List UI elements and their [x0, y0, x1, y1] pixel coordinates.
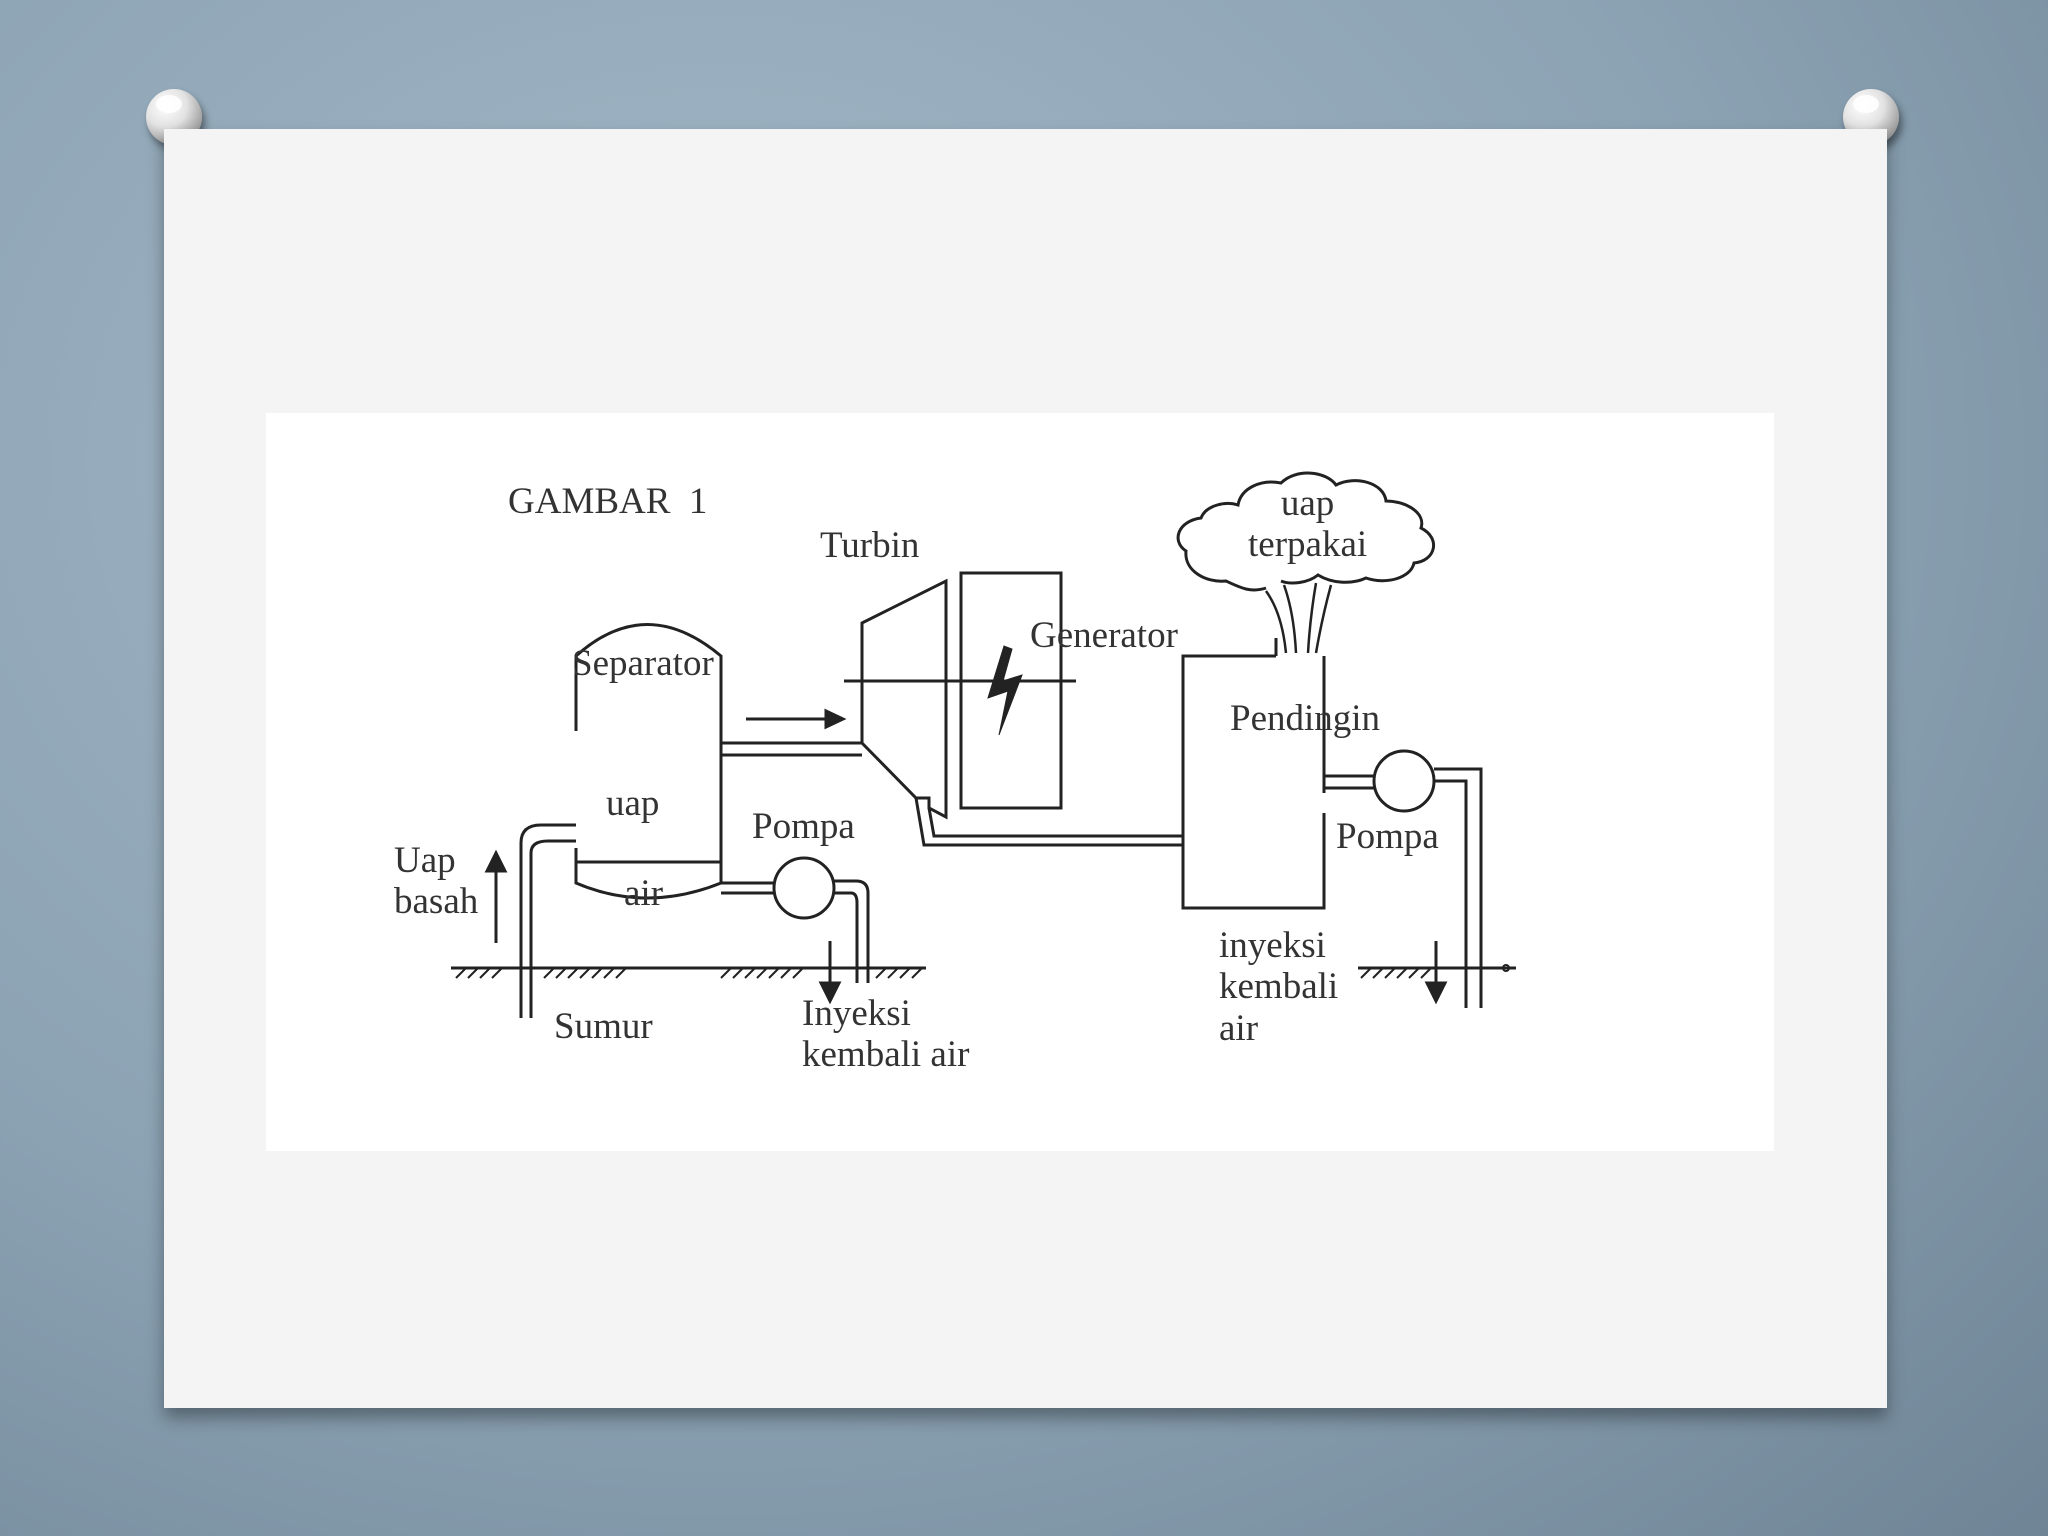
- label-injeksi-left: Inyeksi kembali air: [802, 993, 970, 1076]
- ground-hatch-left: [455, 967, 923, 979]
- geothermal-diagram: GAMBAR 1 Turbin Generator Separator uap …: [266, 413, 1774, 1151]
- condenser: [1181, 654, 1326, 910]
- label-injeksi-right: inyeksi kembali air: [1219, 925, 1339, 1049]
- lightning-bolt-icon: [987, 645, 1023, 736]
- steam-plume: [1264, 582, 1333, 654]
- pump-left: [772, 856, 836, 920]
- down-arrow-left-head: [818, 981, 842, 1005]
- pump-right: [1372, 749, 1436, 813]
- turbine-exhaust-lower: [914, 797, 1183, 847]
- well-pipe-inner: [529, 839, 576, 1018]
- label-turbin: Turbin: [820, 525, 920, 566]
- ground-hatch-right: [1360, 967, 1432, 979]
- separator-vessel: [574, 623, 723, 900]
- figure-title: GAMBAR 1: [508, 481, 708, 522]
- pump-left-outlet-inner: [834, 891, 859, 983]
- label-pendingin: Pendingin: [1230, 698, 1381, 739]
- label-sumur: Sumur: [554, 1006, 653, 1047]
- generator-box: [959, 571, 1063, 810]
- steam-cloud: [1176, 471, 1436, 592]
- diagram-drawing: [451, 471, 1516, 1018]
- turbine-exhaust-upper: [927, 807, 1183, 838]
- up-arrow-head: [484, 849, 508, 873]
- turbine: [860, 578, 948, 820]
- label-separator: Separator: [572, 643, 714, 684]
- label-uap-basah: Uap basah: [394, 840, 479, 923]
- label-generator: Generator: [1030, 615, 1178, 656]
- label-pompa-right: Pompa: [1336, 816, 1439, 857]
- pump-right-outlet-inner: [1434, 779, 1468, 1008]
- well-pipe-outer: [519, 823, 576, 1018]
- pump-right-outlet-outer: [1434, 767, 1483, 1008]
- label-pompa-left: Pompa: [752, 806, 855, 847]
- label-uap-terpakai: uap terpakai: [1248, 483, 1368, 566]
- pump-left-outlet-outer: [834, 879, 870, 983]
- ground-marker: [1502, 964, 1510, 972]
- down-arrow-right-head: [1424, 981, 1448, 1005]
- label-uap-separator: uap: [606, 783, 660, 824]
- flow-arrow-head: [824, 708, 847, 730]
- label-air-separator: air: [624, 873, 664, 914]
